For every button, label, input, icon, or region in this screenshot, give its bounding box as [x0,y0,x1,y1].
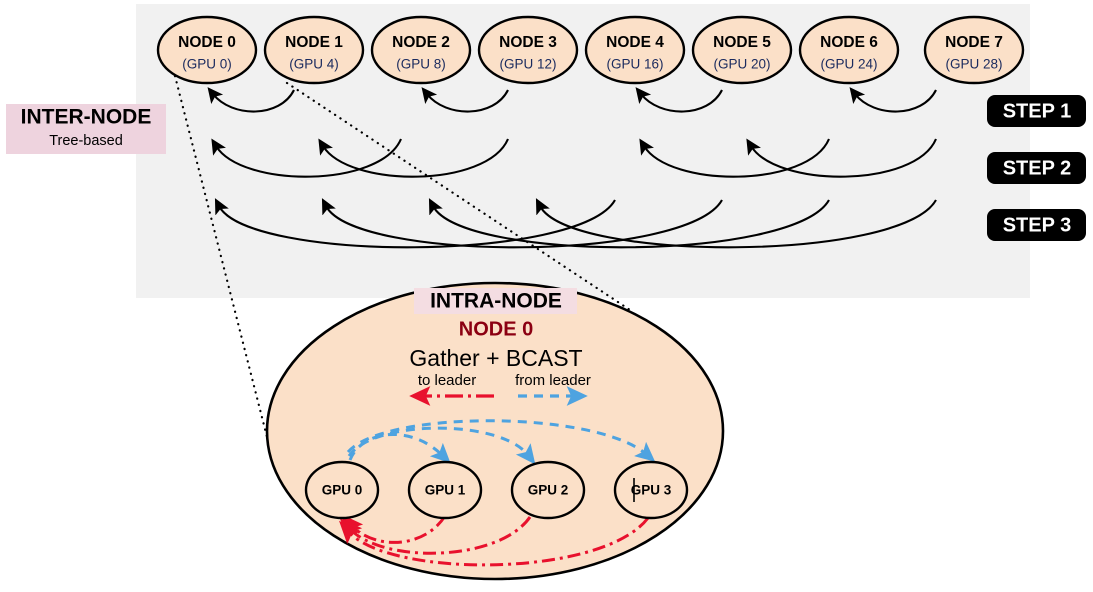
node-title: NODE 7 [945,34,1003,51]
node-6[interactable]: NODE 6 (GPU 24) [798,15,900,85]
node-title: NODE 3 [499,34,557,51]
node-gpu-label: (GPU 0) [182,57,232,72]
gpu-3[interactable]: GPU 3 [613,460,689,520]
node-title: NODE 1 [285,34,343,51]
node-7[interactable]: NODE 7 (GPU 28) [923,15,1025,85]
node-5[interactable]: NODE 5 (GPU 20) [691,15,793,85]
node-4[interactable]: NODE 4 (GPU 16) [584,15,686,85]
inter-node-subtitle: Tree-based [49,133,123,149]
gpu-row: GPU 0 GPU 1 GPU 2 GPU 3 [304,460,689,520]
node-row: NODE 0 (GPU 0) NODE 1 (GPU 4) NODE 2 (GP… [156,15,1025,85]
node-gpu-label: (GPU 20) [713,57,770,72]
intra-node-name: NODE 0 [459,318,533,340]
legend-to-leader: to leader [409,372,494,406]
step-1-arcs [207,87,937,113]
gpu-label: GPU 0 [322,483,363,498]
intra-node-title-group: INTRA-NODE [414,288,577,314]
step-3-arcs [214,198,937,249]
step-badge-label: STEP 1 [1003,100,1072,122]
step-badge-label: STEP 3 [1003,214,1072,236]
gpu-label: GPU 1 [425,483,466,498]
node-3[interactable]: NODE 3 (GPU 12) [477,15,579,85]
node-gpu-label: (GPU 4) [289,57,339,72]
gpu-2[interactable]: GPU 2 [510,460,586,520]
step-2-arcs [211,138,937,178]
node-2[interactable]: NODE 2 (GPU 8) [370,15,472,85]
gpu-0[interactable]: GPU 0 [304,460,380,520]
intra-node-operation: Gather + BCAST [409,345,582,371]
node-gpu-label: (GPU 28) [945,57,1002,72]
zoom-connector-lines [173,74,632,439]
bcast-arcs [346,419,656,465]
step-3-badge[interactable]: STEP 3 [987,209,1086,241]
legend-from-leader: from leader [515,372,591,406]
node-title: NODE 6 [820,34,878,51]
zoom-connector-right [285,81,632,312]
gather-arcs [338,513,650,567]
gpu-label: GPU 2 [528,483,569,498]
gpu-1[interactable]: GPU 1 [407,460,483,520]
intra-node-title: INTRA-NODE [430,290,562,313]
node-gpu-label: (GPU 12) [499,57,556,72]
node-title: NODE 5 [713,34,771,51]
node-gpu-label: (GPU 24) [820,57,877,72]
legend-label-from-leader: from leader [515,372,591,389]
inter-node-title: INTER-NODE [21,106,152,129]
step-badge-label: STEP 2 [1003,157,1072,179]
node-0[interactable]: NODE 0 (GPU 0) [156,15,258,85]
gpu-label: GPU 3 [631,483,672,498]
intra-node-ellipse [265,281,725,581]
step-1-badge[interactable]: STEP 1 [987,95,1086,127]
inter-node-label: INTER-NODE Tree-based [6,104,166,154]
node-title: NODE 2 [392,34,450,51]
node-gpu-label: (GPU 16) [606,57,663,72]
node-gpu-label: (GPU 8) [396,57,446,72]
step-2-badge[interactable]: STEP 2 [987,152,1086,184]
node-title: NODE 0 [178,34,236,51]
zoom-connector-left [173,74,269,439]
node-title: NODE 4 [606,34,664,51]
legend-label-to-leader: to leader [418,372,476,389]
node-1[interactable]: NODE 1 (GPU 4) [263,15,365,85]
